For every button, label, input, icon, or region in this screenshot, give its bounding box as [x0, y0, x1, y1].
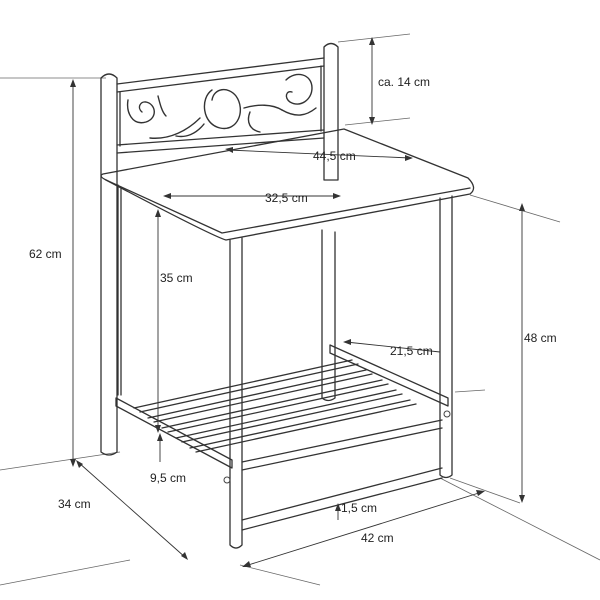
back-posts: [100, 42, 339, 456]
dimension-labels: ca. 14 cm 44,5 cm 32,5 cm 62 cm 48 cm 35…: [29, 75, 557, 545]
shelf: [115, 344, 451, 531]
label-depth: 34 cm: [58, 497, 91, 511]
label-shelf-height: 9,5 cm: [150, 471, 186, 485]
label-top-height: 48 cm: [524, 331, 557, 345]
label-shelf-depth: 21,5 cm: [390, 344, 433, 358]
label-total-height: 62 cm: [29, 247, 62, 261]
label-headboard-height: ca. 14 cm: [378, 75, 430, 89]
label-top-width-inner: 32,5 cm: [265, 191, 308, 205]
headboard: [116, 57, 325, 154]
extension-lines: [0, 33, 600, 586]
label-width: 42 cm: [361, 531, 394, 545]
dimension-lines: [70, 37, 525, 567]
label-shelf-to-top: 35 cm: [160, 271, 193, 285]
label-top-depth: 44,5 cm: [313, 149, 356, 163]
label-rail-height: 1,5 cm: [341, 501, 377, 515]
front-legs: [117, 184, 453, 549]
table-top: [100, 128, 475, 241]
scroll-ornament: [126, 73, 317, 139]
